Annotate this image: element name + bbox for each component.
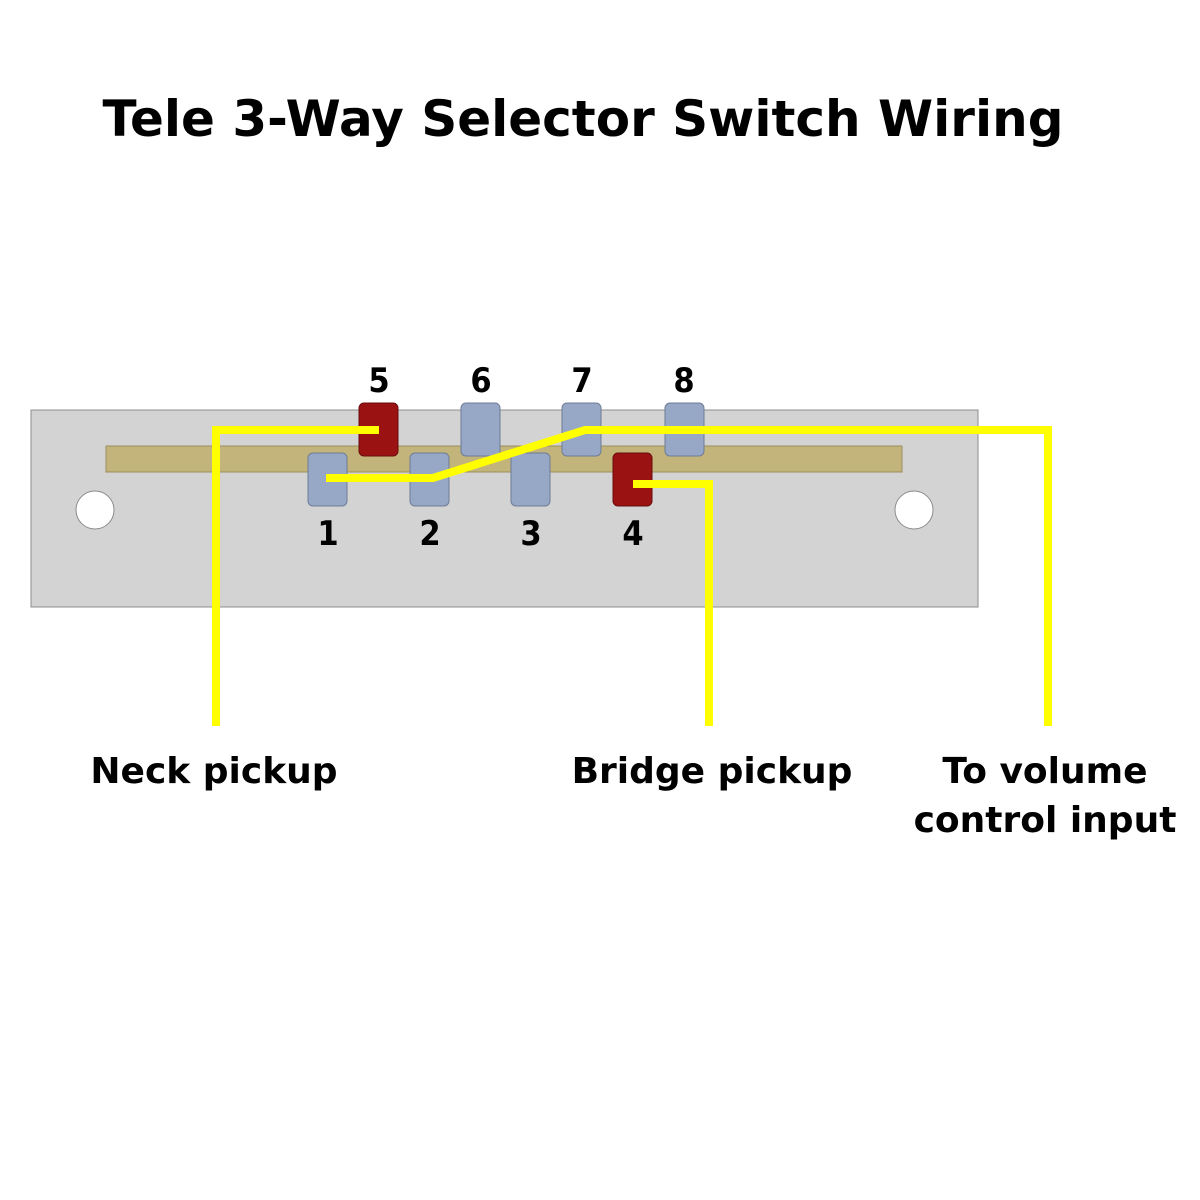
lug-number-1: 1	[317, 514, 338, 554]
mounting-hole-right	[894, 490, 934, 530]
volume-input-label-line1: To volume	[942, 751, 1147, 792]
mounting-hole-left	[75, 490, 115, 530]
lug-3	[510, 452, 551, 507]
switch-plate	[30, 409, 979, 608]
lug-number-8: 8	[673, 361, 694, 401]
neck-pickup-label: Neck pickup	[90, 751, 337, 792]
lug-6	[460, 402, 501, 457]
bridge-pickup-label: Bridge pickup	[572, 751, 853, 792]
lug-number-4: 4	[622, 514, 643, 554]
bridge-pickup-wire	[633, 480, 713, 726]
output-wire	[326, 426, 1052, 726]
lug-number-5: 5	[368, 361, 389, 401]
lug-4	[612, 452, 653, 507]
lug-number-3: 3	[520, 514, 541, 554]
neck-pickup-wire	[212, 426, 379, 726]
lug-number-7: 7	[571, 361, 592, 401]
lug-number-6: 6	[470, 361, 491, 401]
lug-number-2: 2	[419, 514, 440, 554]
volume-input-label-line2: control input	[914, 800, 1177, 841]
diagram-title: Tele 3-Way Selector Switch Wiring	[103, 90, 1064, 148]
